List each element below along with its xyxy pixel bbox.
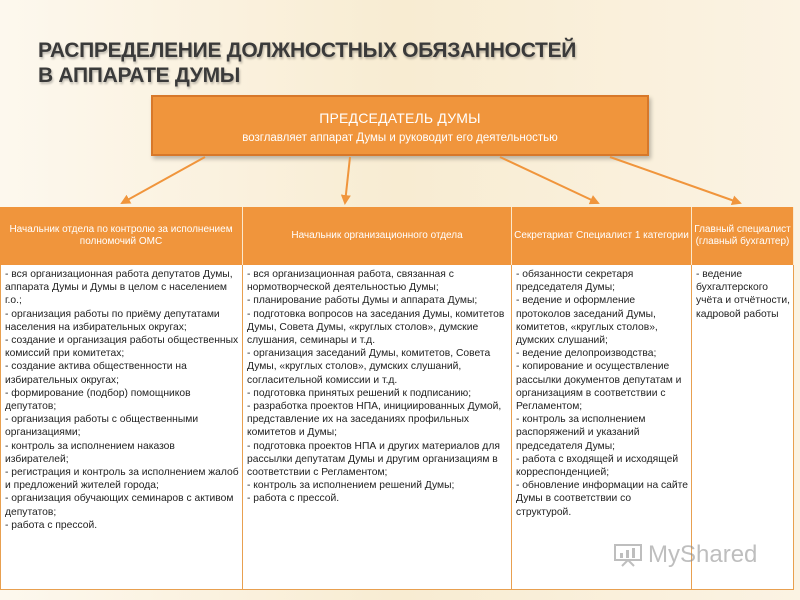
- list-item: - регистрация и контроль за исполнением …: [5, 467, 239, 492]
- watermark-logo: MyShared: [614, 540, 784, 570]
- arrow-to-col3: [499, 156, 600, 205]
- list-item: - подготовка принятых решений к подписан…: [247, 387, 472, 399]
- list-item: - создание актива общественности на изби…: [5, 361, 187, 386]
- list-item: - создание и организация работы обществе…: [5, 335, 239, 360]
- column-body-control: - вся организационная работа депутатов Д…: [0, 265, 243, 590]
- list-item: - ведение бухгалтерского учёта и отчётно…: [696, 269, 790, 320]
- column-header-organizational: Начальник организационного отдела: [243, 207, 512, 265]
- page-title: РАСПРЕДЕЛЕНИЕ ДОЛЖНОСТНЫХ ОБЯЗАННОСТЕЙ В…: [38, 38, 638, 88]
- chairman-subtitle: возглавляет аппарат Думы и руководит его…: [242, 132, 558, 144]
- list-item: - обновление информации на сайте Думы в …: [516, 480, 688, 518]
- presentation-icon: [614, 544, 642, 567]
- list-item: - контроль за исполнением распоряжений и…: [516, 414, 646, 452]
- list-item: - вся организационная работа депутатов Д…: [5, 269, 233, 307]
- list-item: - обязанности секретаря председателя Дум…: [516, 269, 634, 294]
- column-header-accountant: Главный специалист (главный бухгалтер): [692, 207, 794, 265]
- list-item: - ведение делопроизводства;: [516, 348, 657, 360]
- arrow-to-col4: [609, 156, 742, 206]
- column-header-control: Начальник отдела по контролю за исполнен…: [0, 207, 243, 265]
- watermark-text: MyShared: [648, 541, 758, 568]
- chairman-box: ПРЕДСЕДАТЕЛЬ ДУМЫ возглавляет аппарат Ду…: [151, 95, 649, 156]
- arrow-to-col1: [120, 156, 206, 204]
- list-item: - контроль за исполнением решений Думы;: [247, 480, 455, 492]
- list-item: - организация заседаний Думы, комитетов,…: [247, 348, 491, 386]
- column-header-secretariat: Секретариат Специалист 1 категории: [512, 207, 692, 265]
- list-item: - планирование работы Думы и аппарата Ду…: [247, 295, 478, 307]
- list-item: - контроль за исполнением наказов избира…: [5, 440, 175, 465]
- column-body-organizational: - вся организационная работа, связанная …: [243, 265, 512, 590]
- list-item: - формирование (подбор) помощников депут…: [5, 387, 191, 413]
- chairman-title: ПРЕДСЕДАТЕЛЬ ДУМЫ: [319, 110, 481, 126]
- list-item: - подготовка вопросов на заседания Думы,…: [247, 308, 505, 347]
- column-body-secretariat: - обязанности секретаря председателя Дум…: [512, 265, 692, 590]
- list-item: - работа с входящей и исходящей корреспо…: [516, 453, 679, 479]
- list-item: - разработка проектов НПА, инициированны…: [247, 401, 502, 439]
- arrow-to-col2: [340, 156, 351, 205]
- list-item: - организация работы по приёму депутатам…: [5, 308, 220, 333]
- list-item: - организация работы с общественными орг…: [5, 414, 199, 439]
- list-item: - работа с прессой.: [5, 519, 98, 531]
- list-item: - ведение и оформление протоколов заседа…: [516, 295, 658, 347]
- column-body-accountant: - ведение бухгалтерского учёта и отчётно…: [692, 265, 794, 590]
- title-line-2: В АППАРАТЕ ДУМЫ: [38, 64, 241, 87]
- list-item: - работа с прессой.: [247, 493, 340, 505]
- title-line-1: РАСПРЕДЕЛЕНИЕ ДОЛЖНОСТНЫХ ОБЯЗАННОСТЕЙ: [38, 39, 577, 62]
- list-item: - организация обучающих семинаров с акти…: [5, 493, 234, 518]
- list-item: - подготовка проектов НПА и других матер…: [247, 440, 500, 479]
- list-item: - вся организационная работа, связанная …: [247, 269, 454, 294]
- list-item: - копирование и осуществление рассылки д…: [516, 361, 682, 413]
